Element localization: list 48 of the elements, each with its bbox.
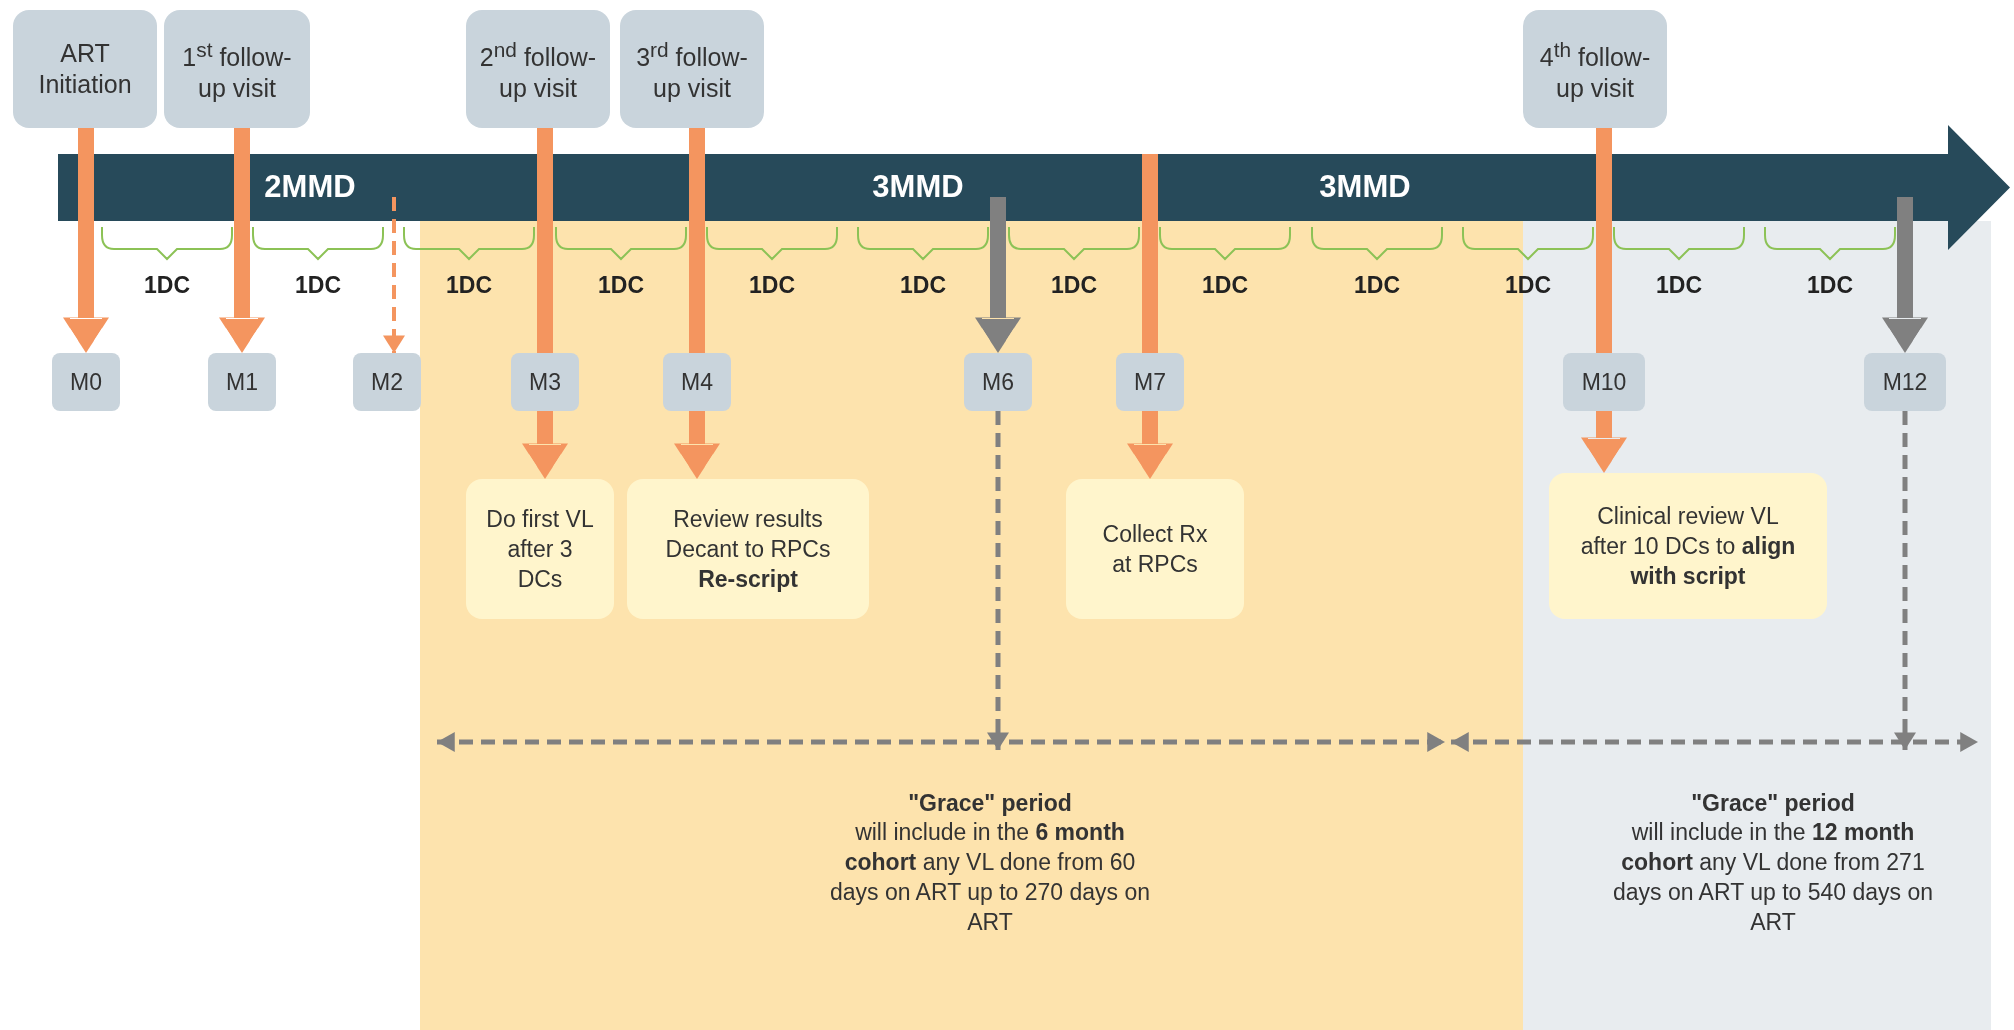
phase-label: 3MMD [1319,169,1411,205]
interval-label: 1DC [1354,272,1400,299]
interval-label: 1DC [1807,272,1853,299]
period-description: will include in the 6 month cohort any VL done from 60 days on ART up to 270 days on ART [828,818,1152,937]
month-box: M0 [52,353,120,411]
arrow [987,411,1009,750]
arrow [522,411,568,479]
interval-label: 1DC [900,272,946,299]
month-box: M10 [1563,353,1645,411]
interval-label: 1DC [598,272,644,299]
arrow [63,128,109,353]
month-box: M7 [1116,353,1184,411]
visit-box: 4$^{th}$ follow-up visit [1523,10,1667,128]
visit-box: 2$^{nd}$ follow-up visit [466,10,610,128]
period-heading: "Grace" period [907,790,1073,817]
interval-label: 1DC [446,272,492,299]
interval-label: 1DC [1202,272,1248,299]
interval-label: 1DC [295,272,341,299]
arrow [975,197,1021,353]
visit-box: 3$^{rd}$ follow-up visit [620,10,764,128]
month-box: M1 [208,353,276,411]
arrow [674,411,720,479]
month-box: M6 [964,353,1032,411]
arrow [383,197,405,353]
month-box: M2 [353,353,421,411]
arrow [1581,411,1627,473]
visit-box: 1$^{st}$ follow-up visit [164,10,310,128]
interval-label: 1DC [144,272,190,299]
month-box: M3 [511,353,579,411]
action-box: Collect Rx at RPCs [1066,479,1244,619]
arrow [1882,197,1928,353]
interval-label: 1DC [749,272,795,299]
interval-label: 1DC [1505,272,1551,299]
arrow [219,128,265,353]
month-box: M4 [663,353,731,411]
arrow [1127,411,1173,479]
phase-label: 3MMD [872,169,964,205]
period-description: will include in the 12 month cohort any VL done from 271 days on ART up to 540 days on ART [1611,818,1935,937]
month-box: M12 [1864,353,1946,411]
period-heading: "Grace" period [1690,790,1856,817]
interval-label: 1DC [1656,272,1702,299]
action-box: Review results Decant to RPCs Re-script [627,479,869,619]
action-box: Do first VL after 3 DCs [466,479,614,619]
phase-label: 2MMD [264,169,356,205]
interval-label: 1DC [1051,272,1097,299]
arrow [1894,411,1916,750]
visit-box: ART Initiation [13,10,157,128]
action-box: Clinical review VL after 10 DCs to align with script [1549,473,1827,619]
